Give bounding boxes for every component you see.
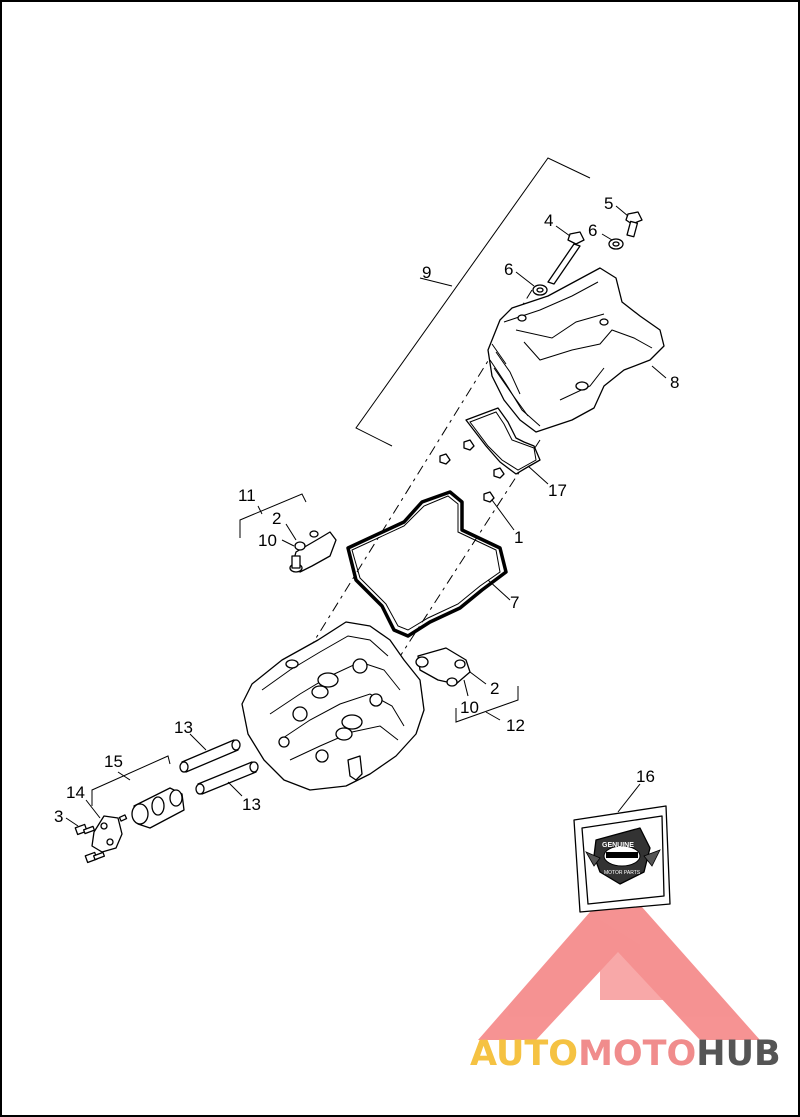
bracket-15 xyxy=(91,755,171,806)
callout-10b: 10 xyxy=(460,698,479,717)
rocker-arm-10b-icon xyxy=(415,647,471,687)
callout-15: 15 xyxy=(104,752,123,771)
watermark-part-3: HUB xyxy=(696,1034,781,1074)
nuts-1-icon xyxy=(439,439,505,503)
callout-2a: 2 xyxy=(272,509,281,528)
callout-10a: 10 xyxy=(258,531,277,550)
long-bolt-4-icon xyxy=(547,231,585,285)
rocker-cover-8-icon xyxy=(487,267,665,433)
watermark-text: AUTOMOTOHUB xyxy=(470,1034,781,1074)
plate-14-icon xyxy=(91,815,123,853)
callout-16: 16 xyxy=(636,767,655,786)
callout-6a: 6 xyxy=(588,221,597,240)
callout-17: 17 xyxy=(548,481,567,500)
callout-2b: 2 xyxy=(490,679,499,698)
callout-14: 14 xyxy=(66,783,85,802)
rocker-arm-10-icon xyxy=(289,530,337,573)
plate-17-icon xyxy=(465,407,541,475)
badge-bottom-text: MOTOR PARTS xyxy=(604,870,641,876)
callout-3: 3 xyxy=(54,807,63,826)
callout-4: 4 xyxy=(544,211,553,230)
callout-6b: 6 xyxy=(504,260,513,279)
bracket-12 xyxy=(455,686,519,723)
pushrod-tube-13a-icon xyxy=(179,739,241,773)
badge-top-text: GENUINE xyxy=(602,842,634,849)
callout-7: 7 xyxy=(510,593,519,612)
screw-3a-icon xyxy=(74,823,96,836)
callout-11: 11 xyxy=(238,486,256,505)
camshaft-icon xyxy=(118,787,185,829)
watermark-part-1: AUTO xyxy=(470,1034,579,1074)
screw-3b-icon xyxy=(84,851,106,864)
washer-6-icon xyxy=(608,238,624,250)
bracket-11 xyxy=(239,493,307,538)
callout-5: 5 xyxy=(604,194,613,213)
callout-9: 9 xyxy=(422,263,431,282)
watermark-logo-icon xyxy=(478,880,760,1040)
callout-13a: 13 xyxy=(174,718,193,737)
washer-6b-icon xyxy=(532,284,548,296)
parts-box-16-icon xyxy=(573,805,671,913)
callout-13b: 13 xyxy=(242,795,261,814)
bracket-9 xyxy=(355,157,591,447)
callout-1: 1 xyxy=(514,528,523,547)
watermark-part-2: MOTO xyxy=(578,1034,697,1074)
callout-12: 12 xyxy=(506,716,525,735)
gasket-7-icon xyxy=(346,490,508,638)
bolt-5-icon xyxy=(625,211,643,238)
cylinder-head-icon xyxy=(241,621,425,791)
callout-8: 8 xyxy=(670,373,679,392)
pushrod-tube-13b-icon xyxy=(195,761,259,795)
